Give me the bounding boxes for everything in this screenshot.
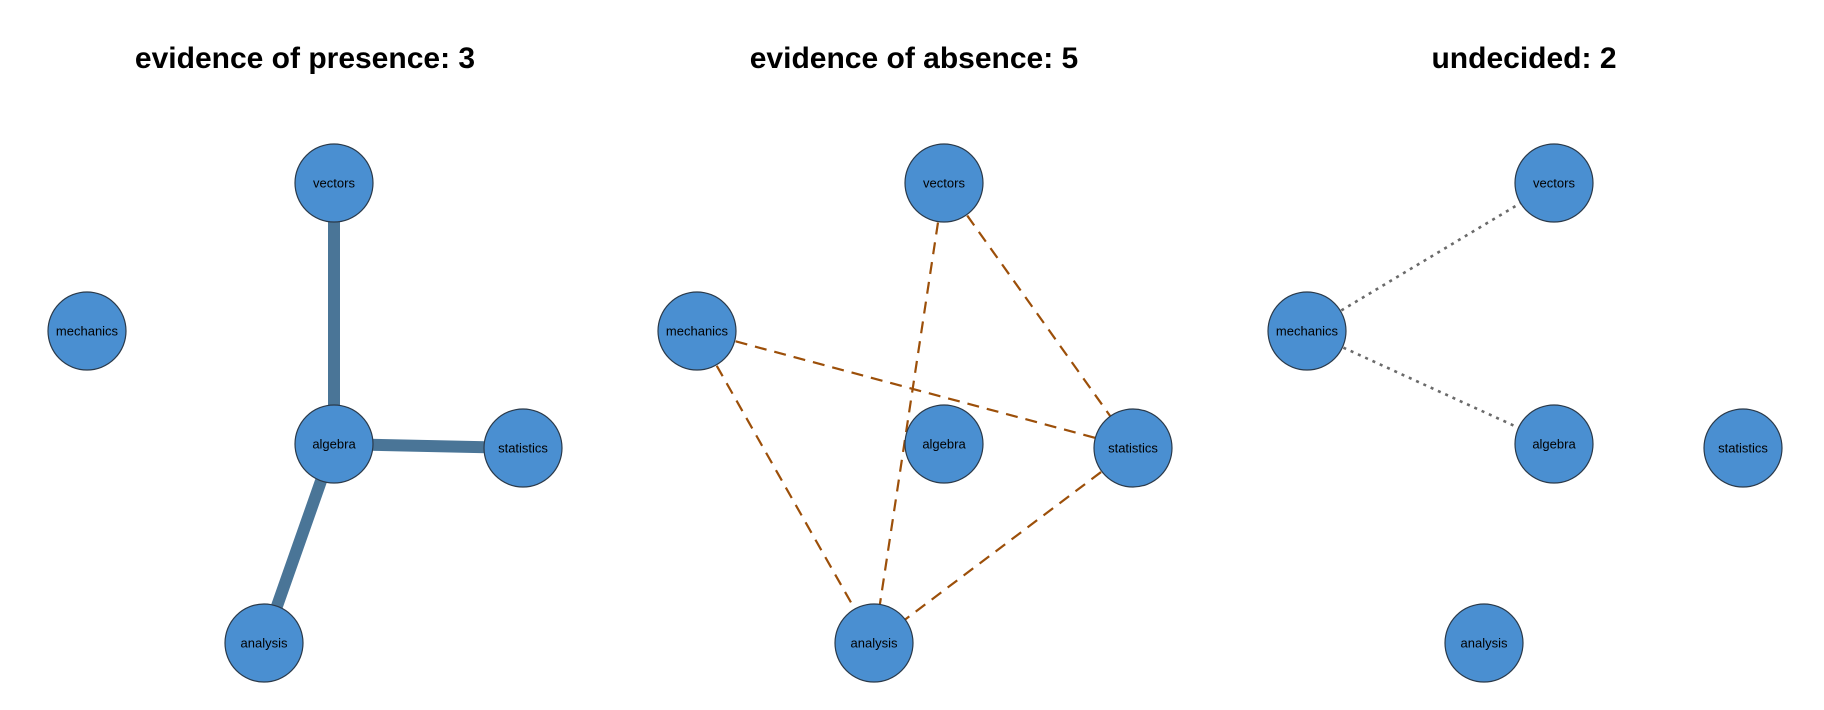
- node-label: algebra: [922, 437, 966, 452]
- panel-title: evidence of presence: 3: [135, 42, 475, 75]
- node-analysis: analysis: [1444, 603, 1524, 683]
- node-group: vectors mechanics algebra statistics analysi…: [47, 143, 563, 683]
- edge-group: [258, 183, 524, 645]
- panel-evidence-of-presence: evidence of presence: 3 vectors mechanics…: [47, 42, 563, 683]
- node-label: analysis: [1461, 636, 1508, 651]
- node-circle: [47, 291, 127, 371]
- node-label: analysis: [241, 636, 288, 651]
- node-label: algebra: [312, 437, 356, 452]
- node-label: algebra: [1532, 437, 1576, 452]
- node-circle: [483, 408, 563, 488]
- node-label: vectors: [1533, 176, 1575, 191]
- node-algebra: algebra: [1514, 404, 1594, 484]
- node-analysis: analysis: [224, 603, 304, 683]
- edge-vectors-analysis: [872, 182, 946, 644]
- node-algebra: algebra: [294, 404, 374, 484]
- node-circle: [904, 143, 984, 223]
- node-label: statistics: [498, 441, 548, 456]
- node-label: mechanics: [56, 324, 119, 339]
- node-label: vectors: [313, 176, 355, 191]
- edge-mechanics-analysis: [696, 330, 875, 644]
- edge-mechanics-statistics: [696, 329, 1134, 450]
- panel-title: evidence of absence: 5: [750, 42, 1078, 75]
- node-circle: [1267, 291, 1347, 371]
- node-circle: [294, 143, 374, 223]
- node-circle: [1444, 603, 1524, 683]
- node-label: vectors: [923, 176, 965, 191]
- edge-mechanics-vectors: [1306, 181, 1555, 333]
- node-mechanics: mechanics: [657, 291, 737, 371]
- edge-statistics-analysis: [873, 447, 1134, 644]
- node-circle: [294, 404, 374, 484]
- node-circle: [1093, 408, 1173, 488]
- node-statistics: statistics: [1703, 408, 1783, 488]
- node-circle: [904, 404, 984, 484]
- node-vectors: vectors: [1514, 143, 1594, 223]
- panel-title: undecided: 2: [1431, 42, 1616, 75]
- node-circle: [1514, 404, 1594, 484]
- node-circle: [834, 603, 914, 683]
- node-label: statistics: [1718, 441, 1768, 456]
- node-group: vectors mechanics algebra statistics analysi…: [657, 143, 1173, 683]
- node-algebra: algebra: [904, 404, 984, 484]
- edge-vectors-statistics: [943, 182, 1134, 449]
- node-circle: [1703, 408, 1783, 488]
- edge-group: [696, 182, 1134, 644]
- node-vectors: vectors: [294, 143, 374, 223]
- node-circle: [657, 291, 737, 371]
- node-analysis: analysis: [834, 603, 914, 683]
- panel-evidence-of-absence: evidence of absence: 5 vectors mechanics a…: [657, 42, 1173, 683]
- edge-group: [1306, 181, 1555, 446]
- node-mechanics: mechanics: [1267, 291, 1347, 371]
- node-label: analysis: [851, 636, 898, 651]
- node-label: statistics: [1108, 441, 1158, 456]
- node-statistics: statistics: [483, 408, 563, 488]
- edge-mechanics-algebra: [1306, 329, 1555, 446]
- node-vectors: vectors: [904, 143, 984, 223]
- node-mechanics: mechanics: [47, 291, 127, 371]
- node-circle: [1514, 143, 1594, 223]
- node-label: mechanics: [666, 324, 729, 339]
- node-circle: [224, 603, 304, 683]
- panel-undecided: undecided: 2 vectors mechanics algebra stat…: [1267, 42, 1783, 683]
- node-group: vectors mechanics algebra statistics analysi…: [1267, 143, 1783, 683]
- node-statistics: statistics: [1093, 408, 1173, 488]
- node-label: mechanics: [1276, 324, 1339, 339]
